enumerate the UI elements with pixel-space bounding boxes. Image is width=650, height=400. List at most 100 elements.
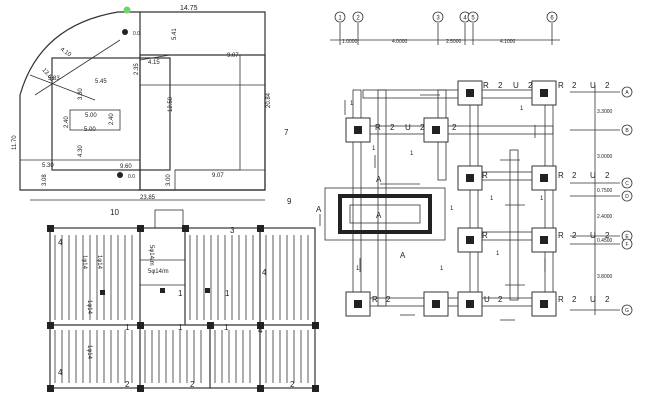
pad-tag: R	[372, 295, 378, 304]
footing-mark: 1	[520, 106, 524, 112]
site-dimension: 12.50	[168, 96, 174, 112]
column	[207, 322, 214, 329]
pad-tag: 2	[572, 81, 577, 90]
pad-tag: U	[590, 295, 596, 304]
grid-bubble-5	[467, 11, 479, 23]
grid-label: 6	[550, 16, 554, 22]
column	[182, 225, 189, 232]
grid-dimension: 2.4000	[597, 214, 613, 220]
column	[466, 89, 474, 97]
column	[312, 385, 319, 392]
section-mark: A	[316, 205, 322, 214]
column	[137, 385, 144, 392]
pad-tag: R	[482, 171, 488, 180]
grid-bubble-d	[621, 190, 633, 202]
column	[257, 385, 264, 392]
pad-tag: 2	[498, 295, 503, 304]
footing-pads	[345, 80, 557, 317]
grid-dimension: 0.7500	[597, 188, 613, 194]
pad-tag: U	[590, 171, 596, 180]
footing-mark: 1	[540, 196, 544, 202]
footing-pad	[457, 227, 483, 253]
footing-mark: 1	[440, 266, 444, 272]
column	[432, 126, 440, 134]
grid-bubble-g	[621, 304, 633, 316]
panel-mark: 1	[178, 289, 183, 298]
column	[257, 225, 264, 232]
grid-label: D	[625, 194, 629, 200]
rebar-label: 1φ14	[81, 255, 87, 270]
grid-dimension: 2.5000	[446, 39, 462, 45]
level-marker-icon	[117, 172, 123, 178]
footing-mark: 1	[490, 196, 494, 202]
column	[205, 288, 210, 293]
column	[466, 236, 474, 244]
grid-dimension: 4.0000	[392, 39, 408, 45]
section-mark: A	[400, 251, 406, 260]
site-dimension: 5.00	[85, 113, 97, 119]
grid-bubble-c	[621, 177, 633, 189]
site-dimension: 3.08	[42, 174, 48, 186]
grid-label: B	[625, 128, 629, 134]
panel-mark: 4	[58, 238, 63, 247]
column	[47, 385, 54, 392]
footing-mark: 1	[350, 101, 354, 107]
site-dimension: 3.80	[78, 88, 84, 100]
pad-tag: R	[558, 295, 564, 304]
column	[137, 225, 144, 232]
site-dimension: 4.10	[59, 47, 73, 59]
grid-bubble-f	[621, 238, 633, 250]
site-dimension: 5.00	[84, 127, 96, 133]
pad-tag: 2	[605, 81, 610, 90]
grid-label: E	[625, 234, 629, 240]
panel-mark: 3	[230, 226, 235, 235]
slab-columns	[47, 225, 319, 392]
column	[47, 322, 54, 329]
site-dimension: 5.83	[48, 76, 60, 82]
column	[540, 236, 548, 244]
pad-tag: 2	[386, 295, 391, 304]
pad-tag: 2	[420, 123, 425, 132]
grid-dimension: 3.0000	[597, 154, 613, 160]
panel-mark: 4	[258, 326, 263, 335]
footing-pad	[423, 291, 449, 317]
plot-number: 10	[110, 208, 119, 217]
column	[257, 322, 264, 329]
site-dimension: 5.30	[42, 163, 54, 169]
panel-mark: 2	[190, 380, 195, 389]
grid-label: F	[625, 242, 628, 248]
pad-tag: R	[558, 171, 564, 180]
site-dimension: 14.75	[180, 5, 198, 12]
site-dimension: 9.07	[227, 53, 239, 59]
grid-bubble-a	[621, 86, 633, 98]
column	[540, 300, 548, 308]
grid-label: G	[625, 308, 629, 314]
grid-bubble-6	[546, 11, 558, 23]
grid-bubble-3	[432, 11, 444, 23]
pad-tag: 2	[452, 123, 457, 132]
slab-plan: 5φ14/m 5φ14/m 1φ14 1φ14 1φ14 1φ14 3 4 4 …	[47, 209, 319, 392]
rebar-label: 5φ14/m	[148, 245, 154, 266]
pad-tag: 2	[390, 123, 395, 132]
rebar-label: 1φ14	[96, 255, 102, 270]
rebar-label: 1φ14	[86, 345, 92, 360]
panel-mark: 1	[125, 323, 130, 332]
pad-tag: U	[513, 81, 519, 90]
column	[540, 89, 548, 97]
footing-mark: 1	[450, 206, 454, 212]
pad-tag: R	[558, 231, 564, 240]
site-dimension: 3.00	[166, 174, 172, 186]
pad-tag: U	[405, 123, 411, 132]
foundation-plan: R 2 U 2 R 2 U 2 R 2 U 2 2 R R 2 U 2 R R …	[316, 80, 610, 321]
grid-bubble-1	[334, 11, 346, 23]
column	[432, 300, 440, 308]
pad-tag: 2	[498, 81, 503, 90]
level-marker-icon	[122, 29, 128, 35]
pad-tag: 2	[572, 295, 577, 304]
right-grid-axis: A B C D E F G 3.3000 3.0000 0.7500 2.400…	[570, 85, 633, 316]
column	[540, 174, 548, 182]
footing-mark: 1	[410, 151, 414, 157]
pad-tag: R	[483, 81, 489, 90]
level-label: 0.0	[128, 174, 135, 180]
